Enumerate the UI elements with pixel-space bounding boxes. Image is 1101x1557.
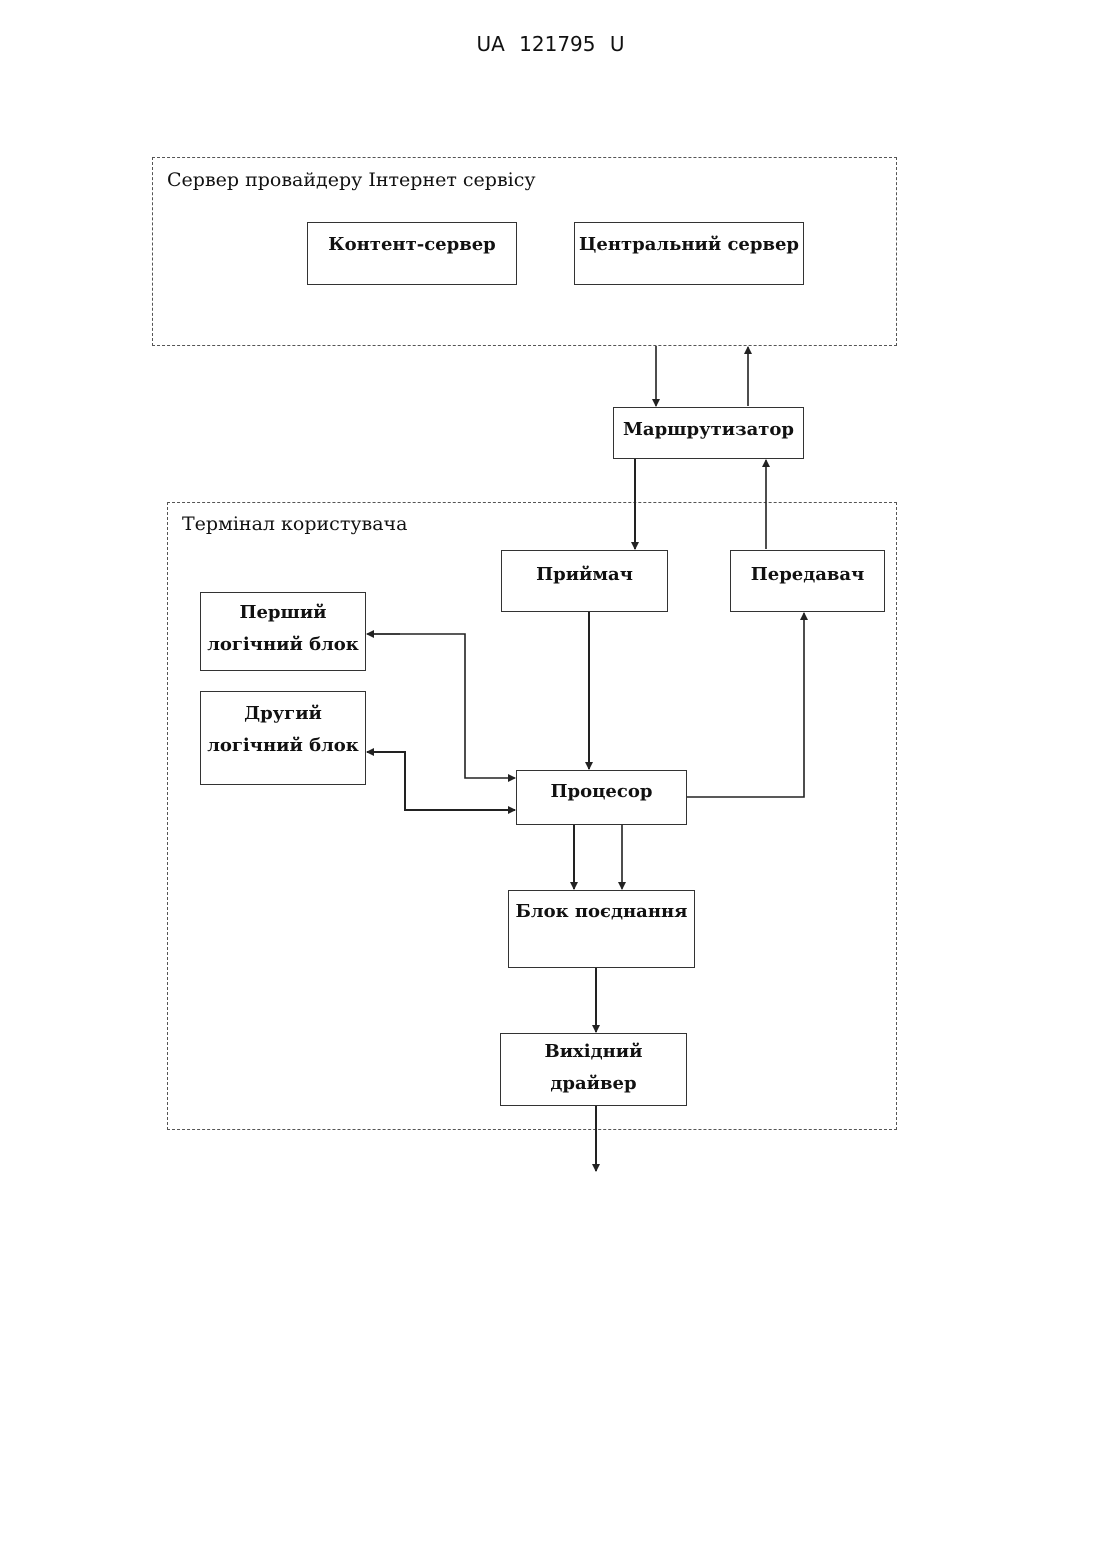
second-logic-to-processor-arrow: [370, 752, 515, 810]
processor-to-transmitter-arrow: [687, 613, 804, 797]
first-logic-to-processor-arrow: [368, 634, 515, 778]
